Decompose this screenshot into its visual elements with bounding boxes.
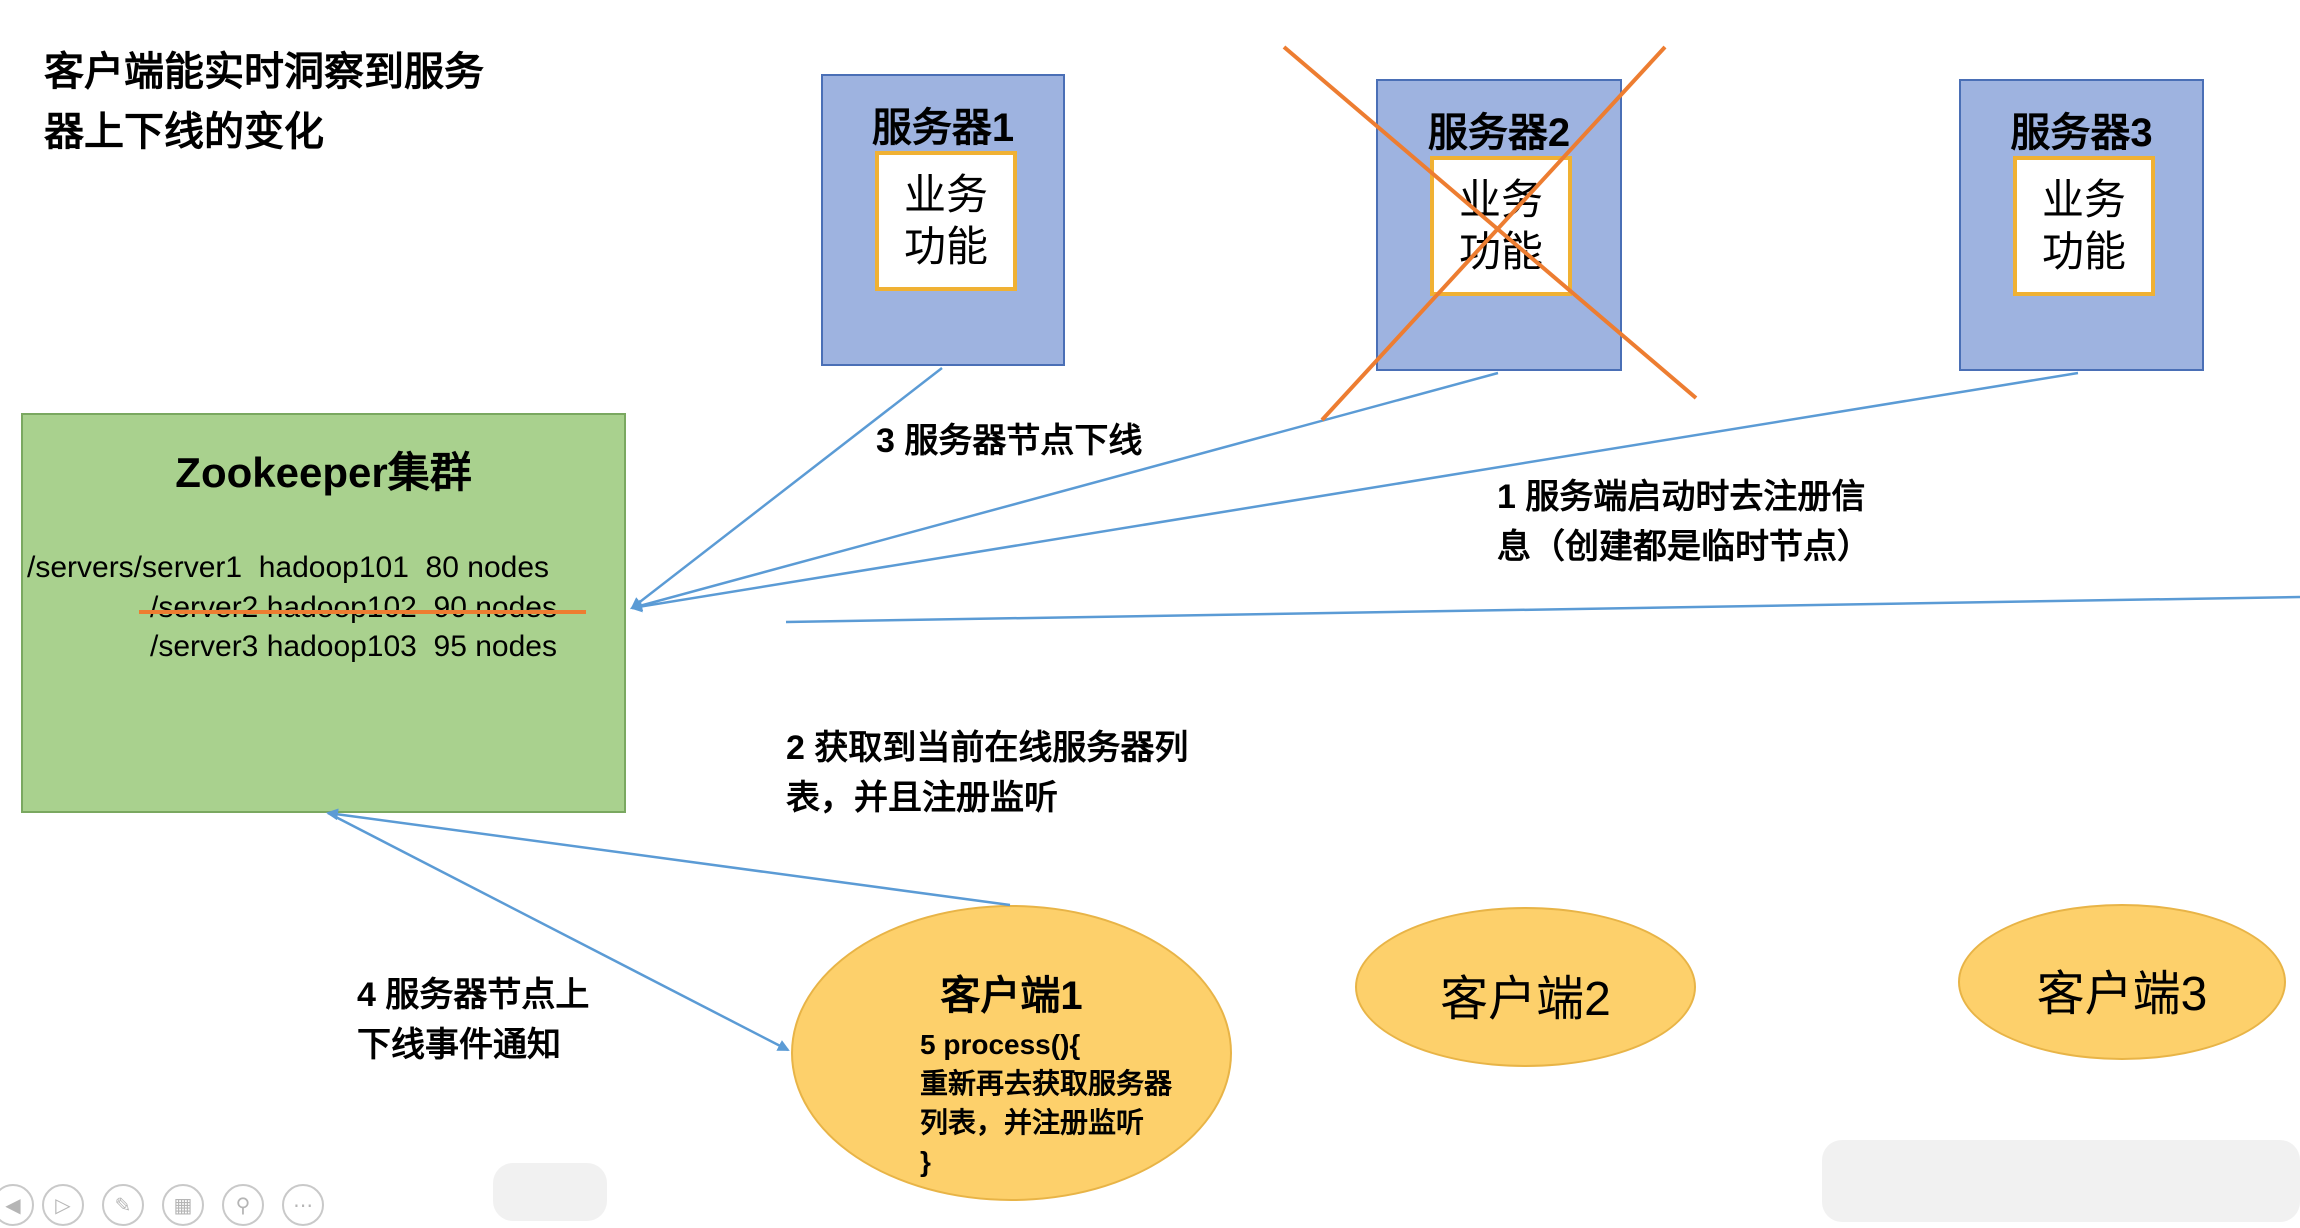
step-1-annotation: 1 服务端启动时去注册信 息（创建都是临时节点） [1497,472,1871,572]
back-icon[interactable]: ◀ [0,1184,34,1226]
server-2-box: 服务器2 业务 功能 [1376,79,1622,371]
more-icon[interactable]: ⋯ [282,1184,324,1226]
client-1-code-line-3: 列表，并注册监听 [920,1107,1145,1138]
zk-node-server3: /server3 hadoop103 95 nodes [150,630,557,663]
play-icon[interactable]: ▷ [42,1184,84,1226]
connector-long-line [785,595,2300,624]
client-3-ellipse: 客户端3 [1958,904,2286,1060]
pen-icon[interactable]: ✎ [102,1184,144,1226]
slides-icon[interactable]: ▦ [162,1184,204,1226]
connector-server1-to-zookeeper [630,367,943,610]
server-2-cross-line-a [1282,45,1698,400]
client-1-code-line-4: } [920,1146,931,1177]
client-2-label: 客户端2 [1440,973,1611,1026]
server-3-business: 业务 功能 [2013,156,2155,296]
server-3-biz-line-2: 功能 [2041,228,2126,275]
title-line-2: 器上下线的变化 [44,110,324,154]
connector-server2-to-zookeeper [630,371,1499,612]
server-2-biz-line-1: 业务 [1458,176,1543,223]
server-1-biz-line-2: 功能 [903,223,988,270]
server-1-box: 服务器1 业务 功能 [821,74,1065,366]
step-2-line-1: 2 获取到当前在线服务器列 [786,729,1189,767]
zoom-icon[interactable]: ⚲ [222,1184,264,1226]
client-2-ellipse: 客户端2 [1355,907,1696,1067]
step-2-annotation: 2 获取到当前在线服务器列 表，并且注册监听 [786,723,1188,823]
server-1-biz-line-1: 业务 [903,171,988,218]
client-3-label: 客户端3 [2036,968,2208,1021]
connector-client1-to-zookeeper [326,808,1011,907]
faint-patch-right [1822,1140,2300,1222]
faint-patch-left [493,1163,607,1221]
diagram-title: 客户端能实时洞察到服务 器上下线的变化 [44,42,564,162]
server-1-title: 服务器1 [871,106,1015,150]
server-3-box: 服务器3 业务 功能 [1959,79,2204,371]
step-1-line-1: 1 服务端启动时去注册信 [1497,478,1866,516]
server-2-biz-line-2: 功能 [1458,228,1543,275]
step-2-line-2: 表，并且注册监听 [786,779,1058,817]
connector-server3-to-zookeeper [630,371,2079,613]
step-4-line-2: 下线事件通知 [357,1026,561,1064]
step-3-annotation: 3 服务器节点下线 [876,422,1143,460]
step-4-annotation: 4 服务器节点上 下线事件通知 [357,970,589,1070]
zookeeper-title: Zookeeper集群 [175,449,472,496]
zk-node-server1: /servers/server1 hadoop101 80 nodes [27,551,549,584]
zk-node-server2: /server2 hadoop102 90 nodes [150,591,557,624]
server-2-title: 服务器2 [1427,111,1571,155]
client-1-code: 5 process(){ 重新再去获取服务器 列表，并注册监听 } [920,1025,1172,1181]
connector-zookeeper-to-client1 [327,811,790,1052]
step-1-line-2: 息（创建都是临时节点） [1497,528,1871,566]
client-1-code-line-1: 5 process(){ [920,1029,1081,1060]
server-3-title: 服务器3 [2010,111,2153,155]
client-1-code-line-2: 重新再去获取服务器 [920,1068,1173,1099]
title-line-1: 客户端能实时洞察到服务 [44,50,484,94]
client-1-ellipse: 客户端1 5 process(){ 重新再去获取服务器 列表，并注册监听 } [791,905,1232,1201]
server-3-biz-line-1: 业务 [2041,176,2126,223]
server-2-cross-line-b [1320,45,1667,422]
step-4-line-1: 4 服务器节点上 [357,976,590,1014]
server-1-business: 业务 功能 [875,151,1017,291]
client-1-label: 客户端1 [940,974,1083,1018]
